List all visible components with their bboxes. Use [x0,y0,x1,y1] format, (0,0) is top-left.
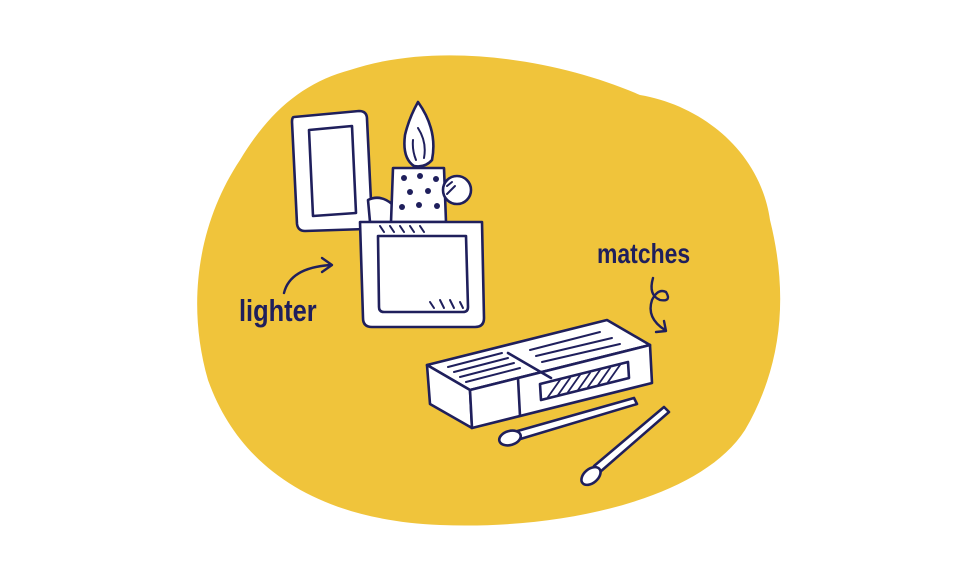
lighter-flame [403,100,435,168]
match-icon [580,405,671,487]
lighter-body-inner [376,234,470,314]
lighter-icon [290,100,486,329]
lighter-hinge [366,196,394,224]
lighter-wheel-shading [446,181,456,195]
curved-arrow-icon [282,263,332,295]
match-head [497,429,523,447]
matchbox-icon [425,318,654,430]
arrow-head-icon [320,256,334,274]
curly-arrow-icon [649,276,670,332]
lighter-flint-wheel [441,174,473,206]
match-head [580,465,602,487]
match-icon [497,396,639,447]
lighter-body [358,220,486,329]
matchbox-striker-hatch [547,364,621,398]
lighter-bottom-shading [429,299,464,309]
chimney-holes [399,173,440,210]
lighter-flame-inner [411,127,426,161]
arrow-head-icon [654,319,668,334]
matches-label: matches [597,238,691,269]
lighter-top-shading [379,225,425,233]
matches-arrow [649,276,670,334]
matchbox-top-stripes [529,331,621,363]
lighter-arrow [282,256,334,295]
lighter-label: lighter [239,293,317,328]
matchbox-tray-heads [447,352,521,383]
lighter-lid-inner [307,124,358,218]
matchbox-sleeve-edge [506,351,553,380]
matchbox-sleeve-front [516,376,522,418]
